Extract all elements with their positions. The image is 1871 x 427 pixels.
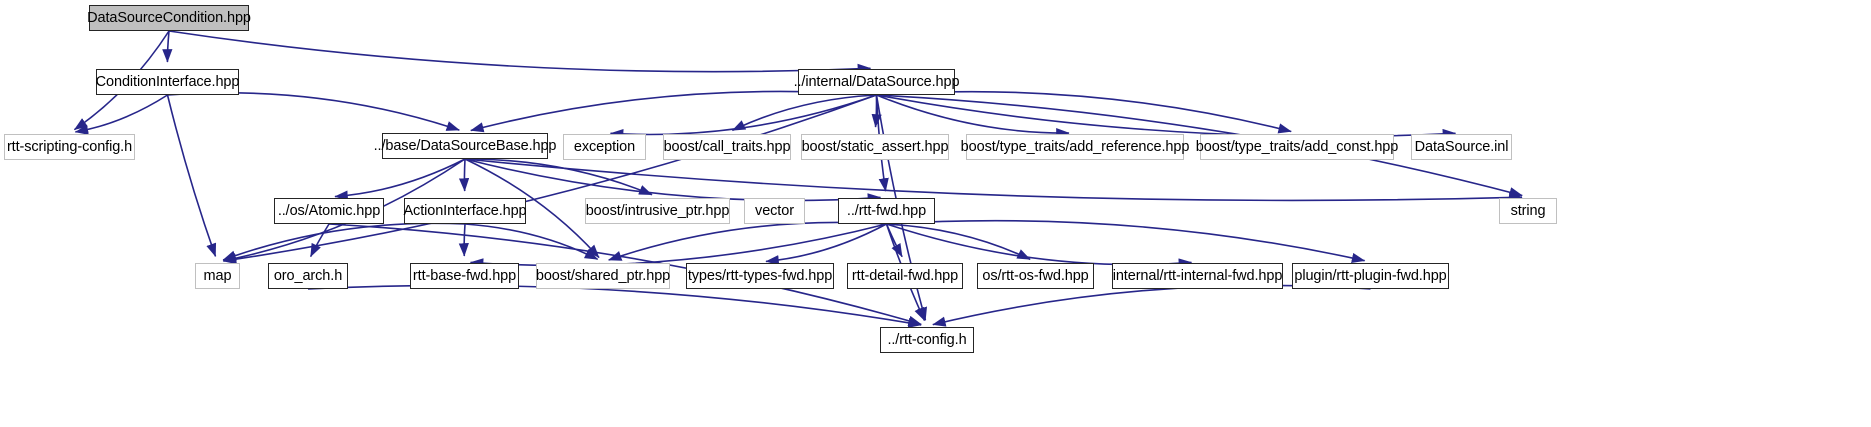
graph-edge-base_datasourcebase-to-actioninterface	[458, 158, 470, 192]
graph-node-base_datasourcebase[interactable]: ../base/DataSourceBase.hpp	[374, 133, 557, 159]
graph-edge-actioninterface-to-map	[222, 222, 466, 261]
graph-node-oro_arch[interactable]: oro_arch.h	[268, 263, 348, 289]
graph-node-internal_datasource[interactable]: ../internal/DataSource.hpp	[794, 69, 960, 95]
graph-node-boost_add_const[interactable]: boost/type_traits/add_const.hpp	[1196, 134, 1398, 160]
graph-edge-rtt_fwd-to-os_rtt_os_fwd	[886, 223, 1031, 261]
graph-edge-conditioninterface-to-base_datasourcebase	[167, 92, 460, 131]
graph-node-boost_intrusive_ptr[interactable]: boost/intrusive_ptr.hpp	[585, 198, 730, 224]
graph-node-label: ConditionInterface.hpp	[95, 73, 240, 90]
graph-edge-rtt_fwd-to-boost_shared_ptr	[608, 221, 887, 261]
graph-edge-rtt_fwd-to-rtt_base_fwd	[469, 223, 887, 269]
graph-node-actioninterface[interactable]: ActionInterface.hpp	[403, 198, 527, 224]
graph-edge-oro_arch-to-rtt_config	[307, 284, 922, 328]
graph-edge-actioninterface-to-rtt_base_fwd	[458, 223, 469, 257]
graph-edge-internal_datasource-to-map	[222, 94, 877, 265]
graph-node-label: string	[1510, 202, 1546, 219]
graph-node-label: plugin/rtt-plugin-fwd.hpp	[1294, 267, 1447, 284]
graph-edge-internal_datasource-to-boost_add_reference	[876, 94, 1070, 139]
graph-node-label: os/rtt-os-fwd.hpp	[982, 267, 1089, 284]
graph-edge-actioninterface-to-boost_shared_ptr	[464, 223, 599, 261]
graph-node-label: ../os/Atomic.hpp	[277, 202, 381, 219]
graph-node-boost_add_reference[interactable]: boost/type_traits/add_reference.hpp	[961, 134, 1189, 160]
graph-edge-base_datasourcebase-to-rtt_fwd	[464, 158, 882, 204]
graph-node-datasource_inl[interactable]: DataSource.inl	[1411, 134, 1512, 160]
graph-node-boost_static_assert[interactable]: boost/static_assert.hpp	[801, 134, 949, 160]
graph-edge-base_datasourcebase-to-os_atomic	[334, 158, 466, 201]
graph-node-label: boost/static_assert.hpp	[801, 138, 949, 155]
graph-node-label: ../internal/DataSource.hpp	[793, 73, 960, 90]
graph-edge-conditioninterface-to-map	[166, 94, 217, 257]
graph-edge-base_datasourcebase-to-string	[464, 158, 1523, 203]
graph-node-label: DataSource.inl	[1414, 138, 1509, 155]
graph-node-label: rtt-detail-fwd.hpp	[851, 267, 959, 284]
graph-node-label: ../rtt-fwd.hpp	[846, 202, 927, 219]
graph-node-internal_rtt_internal_fwd[interactable]: internal/rtt-internal-fwd.hpp	[1112, 263, 1283, 289]
graph-node-map[interactable]: map	[195, 263, 240, 289]
graph-node-rtt_fwd[interactable]: ../rtt-fwd.hpp	[838, 198, 935, 224]
graph-edge-os_atomic-to-oro_arch	[309, 223, 330, 258]
graph-node-label: DataSourceCondition.hpp	[87, 9, 251, 26]
graph-edge-datasourcecondition-to-conditioninterface	[162, 30, 173, 63]
graph-node-boost_call_traits[interactable]: boost/call_traits.hpp	[663, 134, 791, 160]
graph-node-boost_shared_ptr[interactable]: boost/shared_ptr.hpp	[536, 263, 670, 289]
graph-node-label: vector	[755, 202, 794, 219]
graph-node-os_rtt_os_fwd[interactable]: os/rtt-os-fwd.hpp	[977, 263, 1094, 289]
graph-edge-rtt_fwd-to-internal_rtt_internal_fwd	[886, 223, 1193, 269]
graph-node-types_rtt_types_fwd[interactable]: types/rtt-types-fwd.hpp	[686, 263, 834, 289]
graph-edge-internal_datasource-to-base_datasourcebase	[470, 90, 877, 133]
graph-node-vector[interactable]: vector	[744, 198, 805, 224]
graph-edge-internal_datasource-to-boost_call_traits	[731, 94, 877, 132]
graph-node-label: boost/shared_ptr.hpp	[535, 267, 671, 284]
graph-node-label: rtt-scripting-config.h	[6, 138, 133, 155]
graph-node-label: boost/intrusive_ptr.hpp	[585, 202, 730, 219]
graph-node-label: rtt-base-fwd.hpp	[412, 267, 517, 284]
graph-edge-internal_datasource-to-exception	[609, 94, 877, 140]
graph-edge-rtt_fwd-to-types_rtt_types_fwd	[765, 223, 887, 266]
graph-edge-rtt_fwd-to-plugin_rtt_plugin_fwd	[886, 219, 1366, 263]
graph-node-label: boost/type_traits/add_reference.hpp	[960, 138, 1190, 155]
graph-node-string[interactable]: string	[1499, 198, 1557, 224]
graph-edge-rtt_fwd-to-rtt_detail_fwd	[885, 223, 903, 258]
graph-node-label: exception	[573, 138, 636, 155]
graph-node-rtt_scripting_config[interactable]: rtt-scripting-config.h	[4, 134, 135, 160]
graph-edge-internal_datasource-to-boost_static_assert	[871, 94, 882, 128]
graph-node-label: boost/type_traits/add_const.hpp	[1195, 138, 1399, 155]
graph-node-datasourcecondition[interactable]: DataSourceCondition.hpp	[87, 5, 251, 31]
graph-edge-plugin_rtt_plugin_fwd-to-rtt_config	[932, 284, 1371, 327]
graph-node-label: boost/call_traits.hpp	[663, 138, 791, 155]
graph-node-label: types/rtt-types-fwd.hpp	[687, 267, 833, 284]
graph-node-exception[interactable]: exception	[563, 134, 646, 160]
graph-edge-base_datasourcebase-to-boost_intrusive_ptr	[464, 158, 653, 196]
graph-node-plugin_rtt_plugin_fwd[interactable]: plugin/rtt-plugin-fwd.hpp	[1292, 263, 1449, 289]
graph-node-label: oro_arch.h	[273, 267, 343, 284]
graph-node-rtt_base_fwd[interactable]: rtt-base-fwd.hpp	[410, 263, 519, 289]
graph-edge-internal_datasource-to-datasource_inl	[876, 94, 1457, 140]
graph-node-label: ../base/DataSourceBase.hpp	[373, 137, 557, 154]
graph-node-label: map	[203, 267, 232, 284]
graph-node-rtt_detail_fwd[interactable]: rtt-detail-fwd.hpp	[847, 263, 963, 289]
graph-node-conditioninterface[interactable]: ConditionInterface.hpp	[96, 69, 239, 95]
graph-edge-conditioninterface-to-rtt_scripting_config	[74, 94, 168, 135]
graph-edge-internal_datasource-to-boost_add_const	[876, 90, 1292, 134]
graph-edge-datasourcecondition-to-internal_datasource	[168, 30, 872, 74]
graph-node-label: internal/rtt-internal-fwd.hpp	[1112, 267, 1283, 284]
graph-node-rtt_config[interactable]: ../rtt-config.h	[880, 327, 974, 353]
graph-node-os_atomic[interactable]: ../os/Atomic.hpp	[274, 198, 384, 224]
graph-node-label: ../rtt-config.h	[887, 331, 967, 348]
graph-node-label: ActionInterface.hpp	[403, 202, 527, 219]
